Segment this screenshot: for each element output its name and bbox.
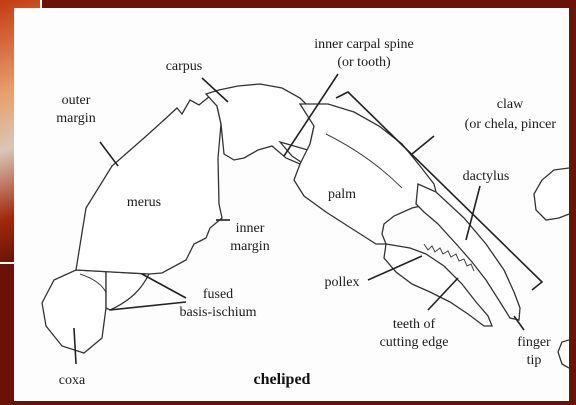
label-carpus: carpus: [166, 59, 203, 74]
label-finger: finger: [517, 335, 551, 350]
label-inner-carpal-spine: inner carpal spine: [314, 37, 414, 52]
label-outer: outer: [62, 93, 91, 108]
label-pollex: pollex: [325, 275, 360, 290]
label-finger-tip: tip: [527, 353, 542, 368]
cheliped-diagram: inner carpal spine (or tooth) carpus out…: [14, 8, 569, 401]
label-claw-or-chela: (or chela, pincer: [465, 117, 557, 132]
partial-leg-shape-lower: [558, 340, 569, 368]
leader-claw: [412, 136, 434, 154]
partial-leg-shape: [534, 168, 569, 220]
label-cutting-edge: cutting edge: [380, 335, 449, 350]
label-teeth-of: teeth of: [393, 317, 436, 332]
label-palm: palm: [328, 187, 356, 202]
label-dactylus: dactylus: [463, 169, 510, 184]
label-coxa: coxa: [59, 373, 86, 388]
merus-shape: [76, 96, 222, 274]
diagram-panel: inner carpal spine (or tooth) carpus out…: [14, 8, 569, 401]
palm-shape: [294, 104, 438, 244]
label-claw: claw: [497, 97, 524, 112]
diagram-title: cheliped: [254, 371, 311, 388]
leader-fused-1: [142, 274, 186, 298]
label-merus: merus: [127, 195, 161, 210]
label-inner-margin: margin: [230, 239, 269, 254]
label-inner: inner: [236, 221, 265, 236]
leader-outer-margin: [100, 142, 118, 166]
label-inner-carpal-spine-or-tooth: (or tooth): [337, 55, 391, 70]
label-fused: fused: [203, 287, 233, 302]
label-basis-ischium: basis-ischium: [180, 305, 257, 320]
label-outer-margin: margin: [56, 111, 95, 126]
